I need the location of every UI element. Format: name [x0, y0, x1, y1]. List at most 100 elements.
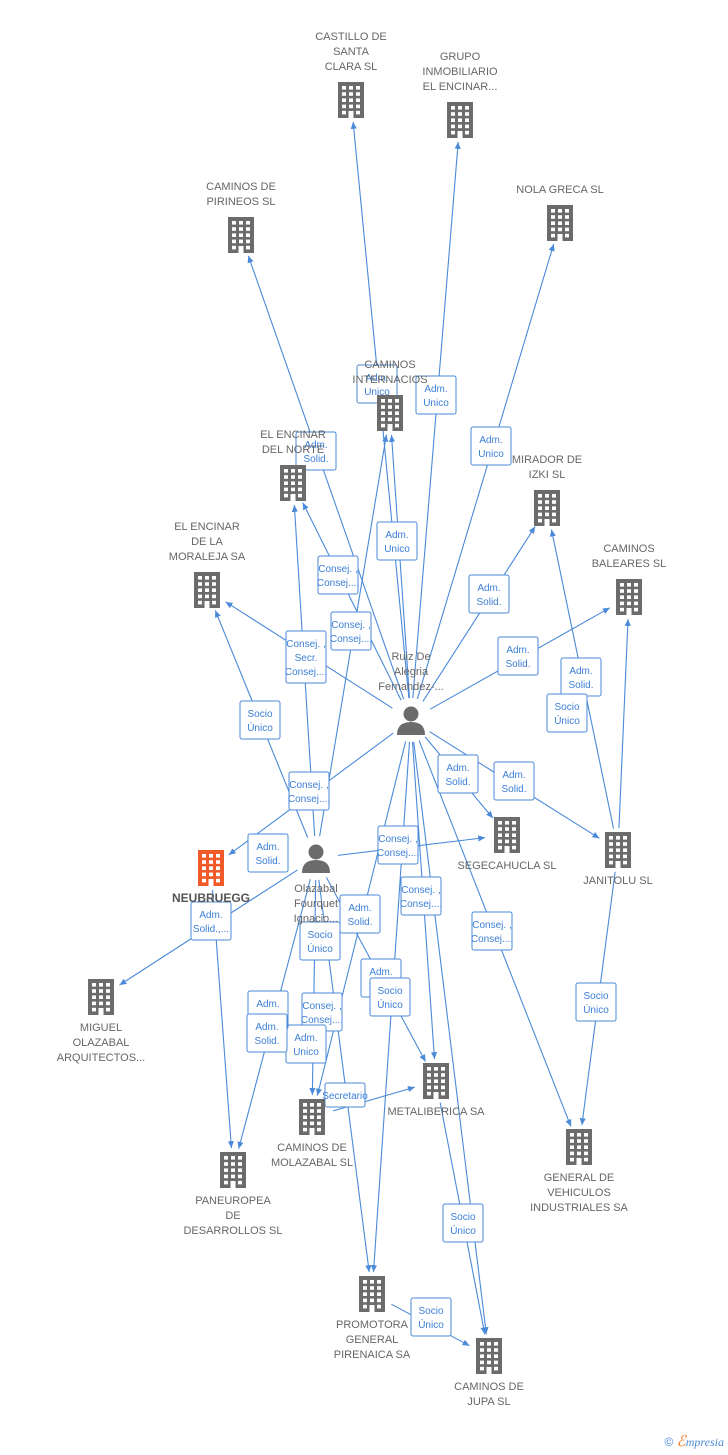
edge-label[interactable]: Consej. ,Consej.... — [288, 771, 330, 811]
node-label: JANITOLU SL — [583, 875, 653, 887]
edge-label[interactable]: Consej. ,Consej.... — [317, 555, 359, 595]
node-neubruegg[interactable]: NEUBRUEGG — [172, 850, 250, 905]
node-nola[interactable]: NOLA GRECA SL — [516, 184, 604, 241]
edge-label[interactable]: Consej. ,Consej.... — [330, 611, 372, 651]
building-window — [224, 1174, 228, 1179]
node-segecahucla[interactable]: SEGECAHUCLA SL — [457, 817, 557, 872]
building-window — [512, 833, 516, 837]
edge-label[interactable]: Adm.Solid. — [247, 833, 289, 873]
edge-label[interactable]: Adm.Solid. — [437, 754, 479, 794]
building-window — [284, 487, 288, 492]
edge-label[interactable]: Consej. ,Consej.... — [471, 911, 513, 951]
edge-label[interactable]: Consej. ,Consej.... — [377, 825, 419, 865]
edge-label[interactable]: Adm.Unico — [376, 521, 418, 561]
building-window — [552, 506, 556, 510]
node-label: DE LA — [191, 536, 223, 548]
edge-label[interactable]: Adm.Unico — [356, 364, 398, 404]
footer-brand[interactable]: © ℰmpresia — [664, 1432, 724, 1451]
edge-label[interactable]: Adm.Solid.,... — [190, 901, 232, 941]
edge-label-text: Adm. — [199, 910, 222, 921]
edge-label[interactable]: Adm.Solid. — [560, 657, 602, 697]
building-door — [504, 846, 510, 853]
edge-label[interactable]: Consej. ,Consej.... — [400, 876, 442, 916]
building-window — [284, 475, 288, 479]
edge-label[interactable]: Secretario — [322, 1082, 368, 1108]
edge-label-box — [400, 876, 442, 916]
building-window — [342, 110, 346, 115]
building-window — [106, 989, 110, 993]
node-ruiz[interactable]: Ruiz DeAlegriaFernandez-... — [378, 651, 444, 735]
building-window — [239, 227, 243, 231]
building-window — [106, 983, 110, 987]
building-window — [498, 845, 502, 850]
edge-label[interactable]: Adm.Unico — [415, 375, 457, 415]
building-window — [451, 130, 455, 135]
node-janitolu[interactable]: JANITOLU SL — [583, 832, 653, 887]
edge-label[interactable]: Adm.Unico — [285, 1024, 327, 1064]
building-door — [626, 608, 632, 615]
building-icon — [359, 1276, 385, 1312]
person-head — [308, 844, 324, 860]
building-window — [609, 836, 613, 840]
building-window — [451, 112, 455, 116]
building-window — [377, 1298, 381, 1303]
building-window — [232, 221, 236, 225]
edge-label-text: Socio — [450, 1212, 475, 1223]
edge-label-text: Adm. — [385, 530, 408, 541]
building-window — [458, 124, 462, 129]
building-window — [303, 1103, 307, 1107]
edge-label[interactable]: Adm.Solid. — [246, 1013, 288, 1053]
edge-label[interactable]: Adm.Unico — [470, 426, 512, 466]
building-window — [538, 512, 542, 517]
edge-label[interactable]: Adm.Solid. — [339, 894, 381, 934]
building-window — [458, 106, 462, 110]
edge-label[interactable]: Adm.Solid. — [468, 574, 510, 614]
edge-label-text: Unico — [293, 1047, 319, 1058]
node-label: SANTA — [333, 46, 370, 58]
building-window — [609, 842, 613, 846]
building-window — [395, 405, 399, 409]
edge-label[interactable]: Adm.Solid. — [493, 761, 535, 801]
edge-label[interactable]: Consej. ,Consej.... — [301, 992, 343, 1032]
building-window — [92, 1001, 96, 1006]
node-label: BALEARES SL — [592, 558, 667, 570]
edge-label[interactable]: Consej. ,Secr.Consej.... — [285, 630, 327, 684]
edge-label[interactable]: Adm.Solid. — [295, 431, 337, 471]
building-window — [298, 487, 302, 492]
building-icon — [194, 572, 220, 608]
edge-label[interactable]: Adm.Solid. — [497, 636, 539, 676]
building-door — [544, 519, 550, 526]
edge-label-text: Unico — [364, 387, 390, 398]
building-window — [303, 1109, 307, 1113]
building-window — [231, 1174, 235, 1179]
building-window — [232, 227, 236, 231]
building-window — [627, 589, 631, 593]
node-miguel[interactable]: MIGUELOLAZABALARQUITECTOS... — [57, 979, 145, 1064]
building-icon — [88, 979, 114, 1015]
node-olazabal[interactable]: OlazabalFourquetIgnacio... — [294, 844, 339, 926]
node-label: Alegria — [394, 666, 429, 678]
node-metaliberica[interactable]: METALIBERICA SA — [388, 1063, 486, 1118]
building-window — [232, 245, 236, 250]
